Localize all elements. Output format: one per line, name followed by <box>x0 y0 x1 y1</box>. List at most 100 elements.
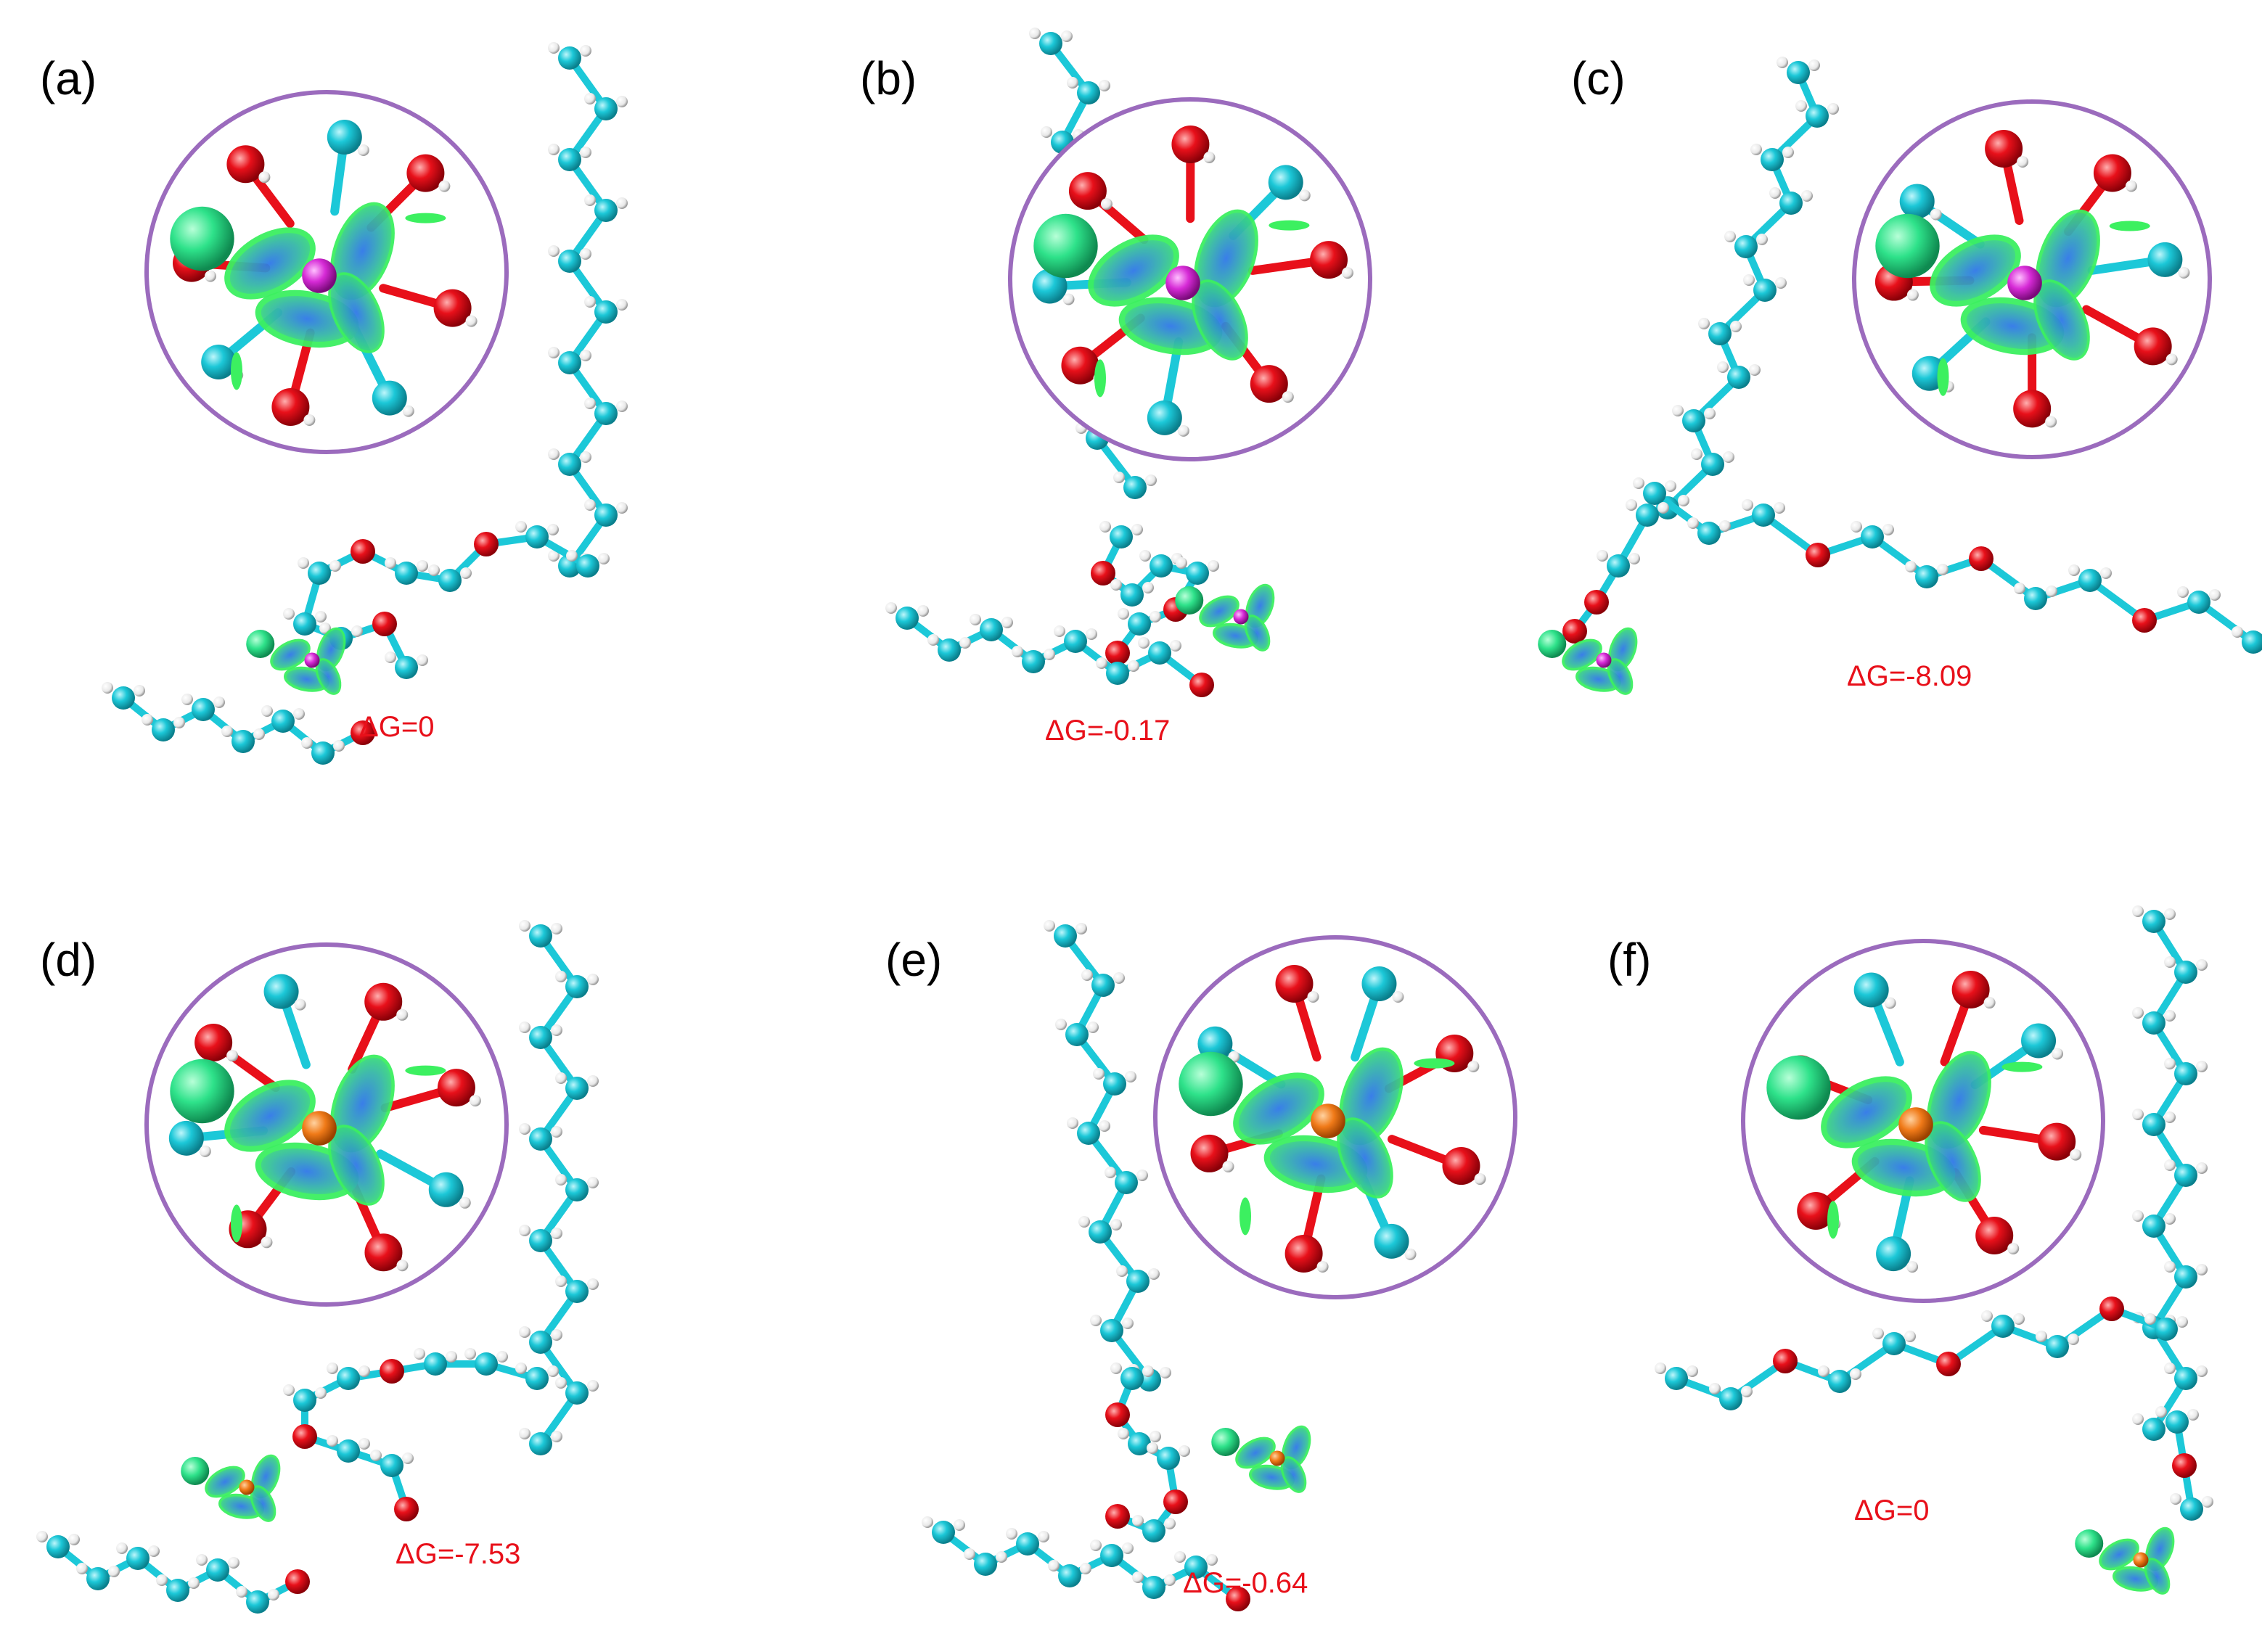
nci-isosurface <box>328 1125 385 1206</box>
hydrogen-atom <box>1208 560 1219 572</box>
hydrogen-atom <box>1099 1120 1110 1132</box>
carbon-atom <box>1126 1270 1150 1293</box>
hydrogen-atom <box>385 557 396 569</box>
hydrogen-atom <box>548 245 560 257</box>
hydrogen-atom <box>1132 1515 1144 1526</box>
hydrogen-atom <box>496 1351 508 1363</box>
oxygen-atom <box>2093 154 2131 192</box>
nci-isosurface <box>1235 1437 1276 1469</box>
hydrogen-atom <box>547 1365 559 1377</box>
hydrogen-atom <box>519 1326 530 1338</box>
hydrogen-atom <box>1719 520 1731 532</box>
oxygen-atom <box>1936 1352 1961 1376</box>
oxygen-atom <box>1275 964 1314 1003</box>
carbon-atom <box>1806 104 1829 128</box>
carbon-atom <box>2142 1113 2165 1136</box>
hydrogen-atom <box>2132 1210 2144 1222</box>
carbon-atom <box>337 1367 360 1390</box>
hydrogen-atom <box>460 567 472 579</box>
hydrogen-atom <box>1904 1331 1916 1342</box>
hydrogen-atom <box>1782 147 1794 158</box>
oxygen-atom <box>1284 1234 1323 1273</box>
hydrogen-atom <box>1906 1261 1919 1273</box>
carbon-atom <box>1148 641 1171 665</box>
carbon-atom <box>46 1535 70 1558</box>
carbon-atom <box>1682 409 1705 432</box>
carbon-atom <box>293 1389 316 1412</box>
carbon-atom <box>395 656 418 679</box>
carbon-atom <box>1787 61 1810 84</box>
carbon-atom <box>1157 1447 1180 1470</box>
carbon-atom <box>2174 1367 2197 1390</box>
hydrogen-atom <box>1743 274 1755 286</box>
hydrogen-atom <box>2132 1109 2144 1120</box>
hydrogen-atom <box>1067 77 1078 89</box>
hydrogen-atom <box>438 180 451 192</box>
hydrogen-atom <box>2014 583 2025 594</box>
hydrogen-atom <box>1118 1428 1129 1439</box>
hydrogen-atom <box>1597 550 1608 562</box>
hydrogen-atom <box>2202 1496 2213 1508</box>
nci-isosurface <box>2099 1538 2139 1571</box>
hydrogen-atom <box>1882 524 1894 535</box>
hydrogen-atom <box>580 350 591 361</box>
oxygen-atom <box>1806 543 1830 567</box>
panel-label: (a) <box>40 52 97 104</box>
hydrogen-atom <box>1474 1173 1486 1185</box>
nci-isosurface <box>315 658 342 695</box>
hydrogen-atom <box>370 1450 382 1461</box>
hydrogen-atom <box>1139 550 1151 562</box>
carbon-atom <box>2024 587 2047 610</box>
oxygen-atom <box>364 982 403 1021</box>
hydrogen-atom <box>616 197 628 209</box>
hydrogen-atom <box>1282 391 1294 403</box>
hydrogen-atom <box>1080 1563 1091 1574</box>
hydrogen-atom <box>1177 424 1189 437</box>
oxygen-atom <box>292 1424 317 1449</box>
nci-sphere <box>246 630 275 658</box>
carbon-atom <box>1106 662 1129 685</box>
nci-isosurface-thin <box>1269 220 1310 231</box>
hydrogen-atom <box>1170 640 1181 652</box>
nci-isosurface-thin <box>405 213 446 223</box>
hydrogen-atom <box>587 1278 599 1290</box>
nci-isosurface <box>2033 279 2090 361</box>
hydrogen-atom <box>2007 1242 2020 1254</box>
hydrogen-atom <box>551 1126 562 1138</box>
hydrogen-atom <box>315 611 327 622</box>
nci-sphere <box>2075 1529 2104 1558</box>
nci-isosurface <box>1199 595 1239 628</box>
hydrogen-atom <box>1750 144 1762 155</box>
nci-isosurface-thin <box>231 352 242 390</box>
carbon-atom <box>1719 1387 1742 1410</box>
carbon-atom <box>980 618 1003 641</box>
hydrogen-atom <box>548 550 560 562</box>
nci-isosurface-thin <box>1239 1197 1251 1236</box>
nci-sphere <box>181 1457 210 1485</box>
metal-ion <box>2133 1552 2149 1568</box>
oxygen-atom <box>1105 641 1130 665</box>
carbon-atom <box>938 638 961 662</box>
hydrogen-atom <box>1691 448 1702 460</box>
carbon-atom <box>1077 1122 1100 1145</box>
carbon-atom <box>1753 279 1777 302</box>
carbon-atom <box>2174 1062 2197 1085</box>
hydrogen-atom <box>228 1557 239 1569</box>
carbon-atom <box>558 250 581 273</box>
hydrogen-atom <box>2052 1048 2064 1060</box>
carbon-atom <box>1147 400 1182 435</box>
oxygen-atom <box>433 289 472 327</box>
hydrogen-atom <box>2232 626 2243 638</box>
nci-isosurface-thin <box>405 1065 446 1076</box>
carbon-atom <box>1128 1432 1151 1455</box>
carbon-atom <box>1697 522 1721 545</box>
hydrogen-atom <box>134 685 145 696</box>
carbon-atom <box>1708 322 1732 345</box>
carbon-atom <box>372 380 407 416</box>
hydrogen-atom <box>2125 180 2137 192</box>
hydrogen-atom <box>551 923 562 934</box>
hydrogen-atom <box>1983 997 1996 1009</box>
oxygen-atom <box>474 532 499 556</box>
oxygen-atom <box>2099 1296 2124 1321</box>
hydrogen-atom <box>1777 57 1788 68</box>
